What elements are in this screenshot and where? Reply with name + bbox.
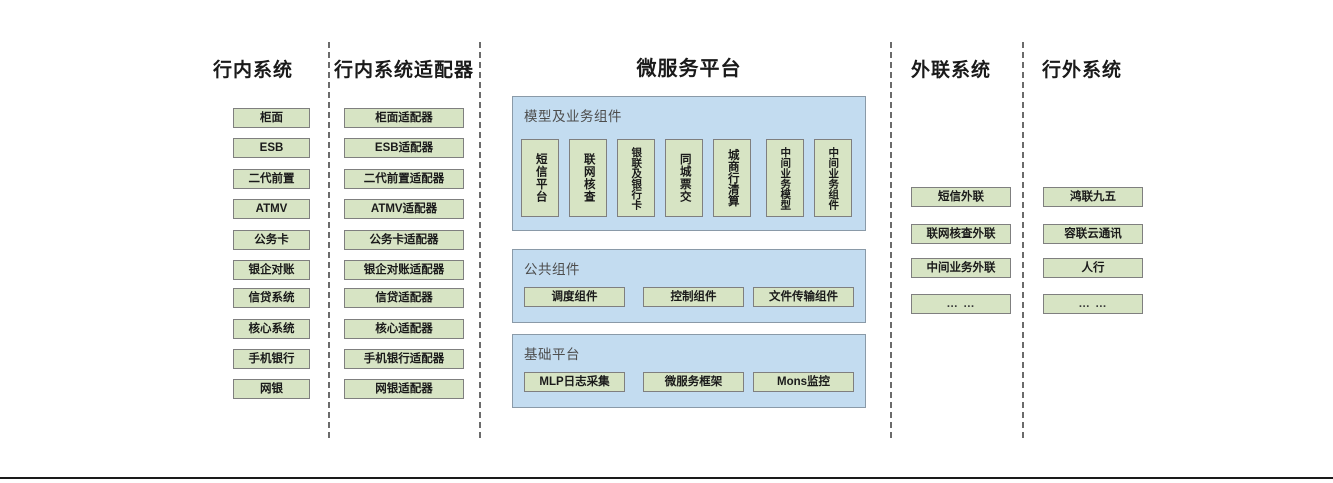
panel-label-model-business-components: 模型及业务组件: [524, 109, 622, 124]
node-model-component[interactable]: 银联及银行卡: [617, 139, 655, 217]
node-internal-system[interactable]: 手机银行: [233, 349, 310, 369]
divider-1: [328, 42, 330, 438]
node-internal-system[interactable]: 公务卡: [233, 230, 310, 250]
divider-2: [479, 42, 481, 438]
node-internal-system[interactable]: ESB: [233, 138, 310, 158]
column-title-outside-bank-systems: 行外系统: [1041, 60, 1122, 81]
panel-label-public-components: 公共组件: [524, 262, 580, 277]
node-model-component-label: 短信平台: [534, 153, 547, 203]
node-internal-adapter[interactable]: 柜面适配器: [344, 108, 464, 128]
node-internal-system[interactable]: 柜面: [233, 108, 310, 128]
node-base-platform-component[interactable]: 微服务框架: [643, 372, 744, 392]
node-outside-bank-system[interactable]: 容联云通讯: [1043, 224, 1143, 244]
node-internal-adapter[interactable]: 信贷适配器: [344, 288, 464, 308]
node-outside-bank-system[interactable]: … …: [1043, 294, 1143, 314]
node-outside-bank-system[interactable]: 人行: [1043, 258, 1143, 278]
node-external-link-system[interactable]: 中间业务外联: [911, 258, 1011, 278]
node-internal-adapter[interactable]: 银企对账适配器: [344, 260, 464, 280]
column-title-microservice-platform: 微服务平台: [636, 58, 742, 80]
divider-4: [1022, 42, 1024, 438]
node-model-component[interactable]: 同城票交: [665, 139, 703, 217]
bottom-rule: [0, 477, 1333, 479]
node-model-component[interactable]: 中间业务模型: [766, 139, 804, 217]
divider-3: [890, 42, 892, 438]
node-internal-adapter[interactable]: ESB适配器: [344, 138, 464, 158]
node-internal-adapter[interactable]: ATMV适配器: [344, 199, 464, 219]
node-base-platform-component[interactable]: Mons监控: [753, 372, 854, 392]
node-internal-system[interactable]: ATMV: [233, 199, 310, 219]
node-external-link-system[interactable]: 联网核查外联: [911, 224, 1011, 244]
node-model-component[interactable]: 短信平台: [521, 139, 559, 217]
node-model-component-label: 中间业务组件: [827, 146, 840, 210]
node-internal-system[interactable]: 核心系统: [233, 319, 310, 339]
node-model-component-label: 联网核查: [582, 153, 595, 203]
node-model-component-label: 同城票交: [678, 153, 691, 203]
column-title-internal-systems: 行内系统: [212, 60, 293, 81]
node-internal-adapter[interactable]: 公务卡适配器: [344, 230, 464, 250]
node-external-link-system[interactable]: 短信外联: [911, 187, 1011, 207]
node-model-component[interactable]: 联网核查: [569, 139, 607, 217]
column-title-external-link-systems: 外联系统: [910, 60, 991, 81]
column-title-internal-adapters: 行内系统适配器: [333, 60, 474, 81]
node-model-component-label: 中间业务模型: [779, 146, 792, 210]
node-internal-system[interactable]: 二代前置: [233, 169, 310, 189]
node-internal-adapter[interactable]: 网银适配器: [344, 379, 464, 399]
node-model-component[interactable]: 城商行清算: [713, 139, 751, 217]
node-model-component-label: 银联及银行卡: [630, 146, 643, 210]
node-base-platform-component[interactable]: MLP日志采集: [524, 372, 625, 392]
node-public-component[interactable]: 控制组件: [643, 287, 744, 307]
node-model-component[interactable]: 中间业务组件: [814, 139, 852, 217]
node-model-component-label: 城商行清算: [726, 149, 739, 207]
node-internal-adapter[interactable]: 二代前置适配器: [344, 169, 464, 189]
node-internal-system[interactable]: 网银: [233, 379, 310, 399]
node-external-link-system[interactable]: … …: [911, 294, 1011, 314]
panel-base-platform: [512, 334, 866, 408]
node-public-component[interactable]: 调度组件: [524, 287, 625, 307]
node-internal-system[interactable]: 银企对账: [233, 260, 310, 280]
panel-label-base-platform: 基础平台: [524, 347, 580, 362]
node-outside-bank-system[interactable]: 鸿联九五: [1043, 187, 1143, 207]
node-internal-adapter[interactable]: 手机银行适配器: [344, 349, 464, 369]
node-public-component[interactable]: 文件传输组件: [753, 287, 854, 307]
node-internal-system[interactable]: 信贷系统: [233, 288, 310, 308]
panel-public-components: [512, 249, 866, 323]
node-internal-adapter[interactable]: 核心适配器: [344, 319, 464, 339]
